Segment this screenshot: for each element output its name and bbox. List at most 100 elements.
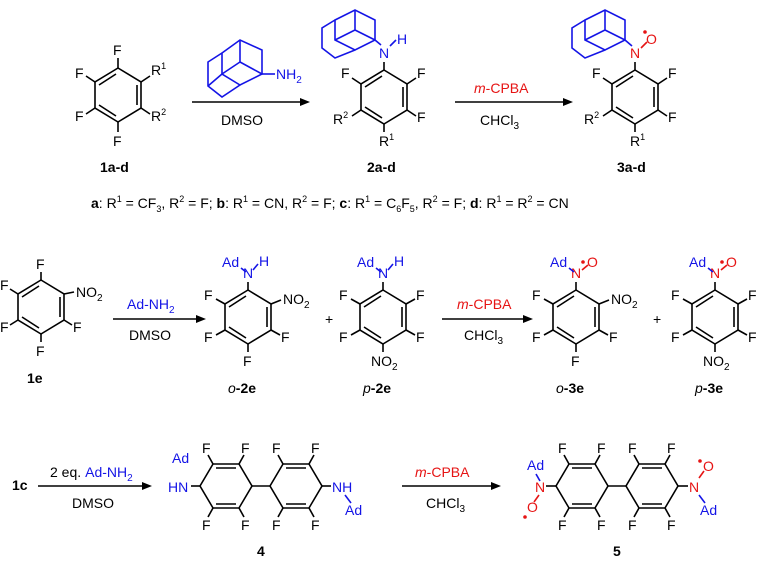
fluorine-label: F xyxy=(417,109,426,125)
compound-label-1a-d: 1a-d xyxy=(100,159,129,175)
plus-sign: + xyxy=(653,311,661,327)
nitroxide-n-label: N xyxy=(689,479,699,495)
r1-label: R1 xyxy=(151,61,166,78)
fluorine-label: F xyxy=(202,517,211,533)
fluorine-label: F xyxy=(0,277,9,293)
solvent-dmso-label: DMSO xyxy=(221,112,263,128)
fluorine-label: F xyxy=(597,440,606,456)
compound-5: Ad N O F F F F F F F F N O Ad xyxy=(523,440,717,559)
fluorine-label: F xyxy=(668,65,677,81)
fluorine-label: F xyxy=(204,287,213,303)
nitro-group-label: NO2 xyxy=(371,353,398,373)
plus-sign: + xyxy=(325,311,333,327)
adamantyl-label: Ad xyxy=(700,502,717,518)
compound-3a-d: N O F F F R2 R1 3a-d xyxy=(571,9,677,175)
nitro-group-label: NO2 xyxy=(703,353,730,373)
fluorine-label: F xyxy=(667,517,676,533)
fluorine-label: F xyxy=(668,109,677,125)
solvent-dmso-label: DMSO xyxy=(72,495,114,511)
compound-1a-d: F F F F R1 R2 1a-d xyxy=(75,42,166,175)
fluorine-label: F xyxy=(671,287,680,303)
compound-4: Ad HN F F F F F F F F NH Ad 4 xyxy=(168,440,362,559)
fluorine-label: F xyxy=(75,108,84,124)
fluorine-label: F xyxy=(243,353,252,369)
fluorine-label: F xyxy=(667,440,676,456)
amine-n-label: N xyxy=(243,265,253,281)
nitroxide-o-label: O xyxy=(587,254,598,270)
amine-nh-label: NH xyxy=(332,479,352,495)
fluorine-label: F xyxy=(609,329,618,345)
amine-hn-label: HN xyxy=(168,479,188,495)
fluorine-label: F xyxy=(416,287,425,303)
nitroxide-o-label: O xyxy=(527,499,538,515)
fluorine-label: F xyxy=(281,329,290,345)
fluorine-label: F xyxy=(748,287,757,303)
compound-label-o-3e: o-3e xyxy=(556,380,584,396)
compound-label-1c: 1c xyxy=(12,477,28,493)
fluorine-label: F xyxy=(241,517,250,533)
compound-1e: F F F F F NO2 1e xyxy=(0,256,103,386)
nitroxide-n-label: N xyxy=(710,265,720,281)
solvent-dmso-label: DMSO xyxy=(129,327,171,343)
fluorine-label: F xyxy=(592,65,601,81)
compound-label-p-3e: p-3e xyxy=(694,380,723,396)
adamantyl-label: Ad xyxy=(357,254,374,270)
amine-n-label: N xyxy=(379,45,389,61)
fluorine-label: F xyxy=(113,42,122,58)
fluorine-label: F xyxy=(628,440,637,456)
nitroxide-o-label: O xyxy=(703,458,714,474)
compound-label-4: 4 xyxy=(257,543,265,559)
fluorine-label: F xyxy=(671,329,680,345)
fluorine-label: F xyxy=(73,319,82,335)
fluorine-label: F xyxy=(36,343,45,359)
fluorine-label: F xyxy=(748,329,757,345)
adamantylamine-label: Ad-NH2 xyxy=(127,296,175,316)
adamantyl-label: Ad xyxy=(527,457,544,473)
fluorine-label: F xyxy=(272,517,281,533)
fluorine-label: F xyxy=(75,65,84,81)
r2-label: R2 xyxy=(333,110,348,127)
fluorine-label: F xyxy=(311,440,320,456)
adamantyl-label: Ad xyxy=(689,254,706,270)
r2-label: R2 xyxy=(584,110,599,127)
fluorine-label: F xyxy=(558,440,567,456)
compound-label-p-2e: p-2e xyxy=(362,380,391,396)
fluorine-label: F xyxy=(311,517,320,533)
fluorine-label: F xyxy=(202,440,211,456)
fluorine-label: F xyxy=(558,517,567,533)
oxidant-label: m-CPBA xyxy=(474,80,529,96)
amine-h-label: H xyxy=(397,31,407,47)
nitro-group-label: NO2 xyxy=(76,284,103,304)
fluorine-label: F xyxy=(204,329,213,345)
solvent-chcl3-label: CHCl3 xyxy=(464,327,503,347)
fluorine-label: F xyxy=(113,133,122,149)
compound-o-2e: Ad N H F F F F NO2 o-2e xyxy=(204,253,310,396)
compound-2a-d: N H F F F R2 R1 2a-d xyxy=(321,9,426,175)
nitro-group-label: NO2 xyxy=(611,291,638,311)
oxidant-label: m-CPBA xyxy=(457,296,512,312)
fluorine-label: F xyxy=(416,329,425,345)
fluorine-label: F xyxy=(241,440,250,456)
nitroxide-n-label: N xyxy=(571,265,581,281)
solvent-chcl3-label: CHCl3 xyxy=(426,495,465,515)
nitroxide-n-label: N xyxy=(630,45,640,61)
adamantyl-label: Ad xyxy=(172,450,189,466)
compound-o-3e: Ad N O F F F F NO2 o-3e xyxy=(532,254,638,396)
amine-h-label: H xyxy=(259,253,269,269)
fluorine-label: F xyxy=(628,517,637,533)
r1-label: R1 xyxy=(630,132,645,149)
solvent-chcl3-label: CHCl3 xyxy=(480,112,519,132)
fluorine-label: F xyxy=(532,329,541,345)
compound-label-5: 5 xyxy=(613,543,621,559)
reagent-equivalents-label: 2 eq.Ad-NH2 xyxy=(50,464,133,484)
r1-label: R1 xyxy=(379,132,394,149)
fluorine-label: F xyxy=(341,65,350,81)
fluorine-label: F xyxy=(339,287,348,303)
fluorine-label: F xyxy=(272,440,281,456)
compound-p-3e: Ad N O F F F F NO2 p-3e xyxy=(671,254,757,396)
compound-label-3a-d: 3a-d xyxy=(617,159,646,175)
compound-label-2a-d: 2a-d xyxy=(367,159,396,175)
adamantyl-label: Ad xyxy=(345,502,362,518)
compound-p-2e: Ad N H F F F F NO2 p-2e xyxy=(339,253,425,396)
